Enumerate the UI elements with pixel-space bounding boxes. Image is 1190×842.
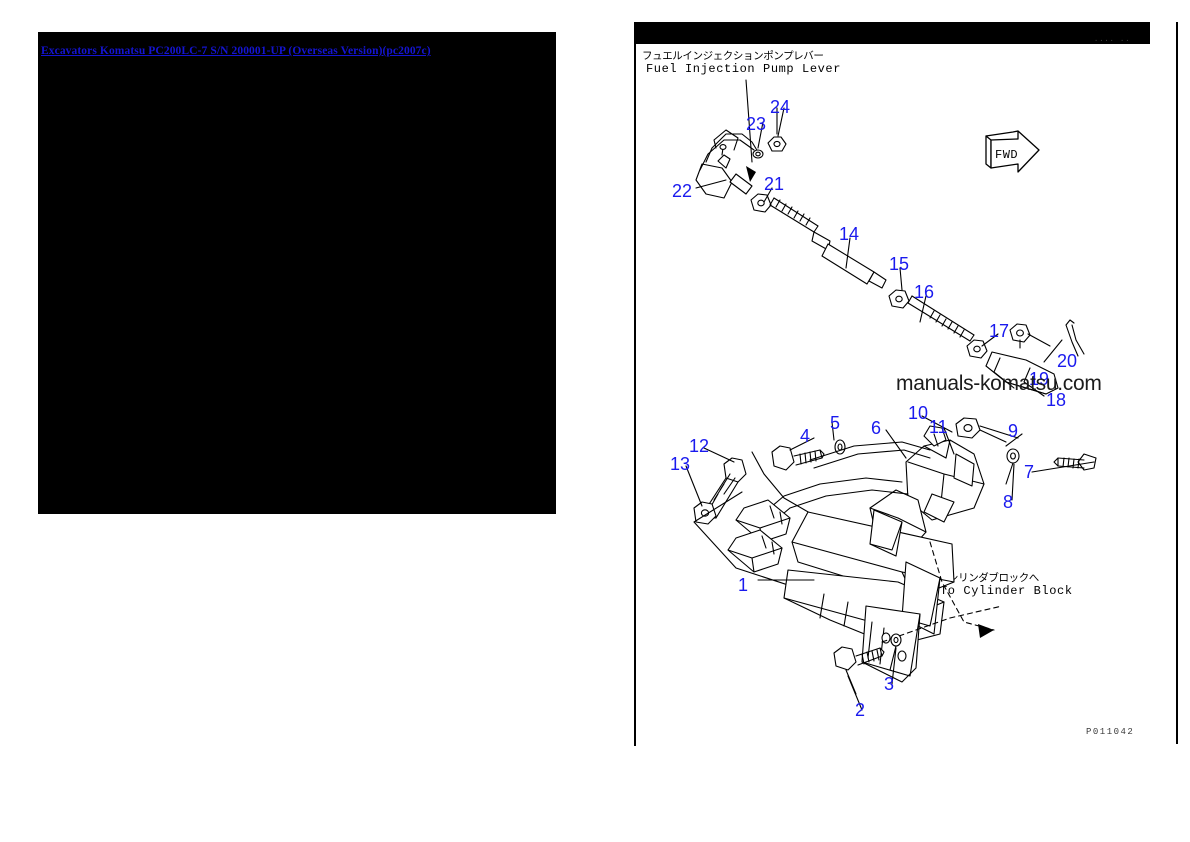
catalog-title-link[interactable]: Excavators Komatsu PC200LC-7 S/N 200001-… <box>41 45 431 57</box>
callout-number-18: 18 <box>1046 390 1067 410</box>
callout-number-17: 17 <box>989 321 1010 341</box>
callout-number-12: 12 <box>689 436 710 456</box>
callout-number-22: 22 <box>672 181 693 201</box>
callout-number-21: 21 <box>764 174 785 194</box>
callout-number-7: 7 <box>1024 462 1035 482</box>
callout-number-9: 9 <box>1008 421 1019 441</box>
cylinder-block-note-japanese: シリンダブロックへ <box>948 572 1039 584</box>
diagram-top-right-code: .... .. <box>1094 36 1131 44</box>
callout-number-24: 24 <box>770 97 791 117</box>
callout-number-8: 8 <box>1003 492 1014 512</box>
callout-number-5: 5 <box>830 413 841 433</box>
callout-number-19: 19 <box>1029 369 1050 389</box>
callout-number-13: 13 <box>670 454 691 474</box>
callout-number-10: 10 <box>908 403 929 423</box>
fwd-direction-icon: FWD <box>985 130 1040 173</box>
callout-number-23: 23 <box>746 114 767 134</box>
catalog-preview-panel: Excavators Komatsu PC200LC-7 S/N 200001-… <box>38 32 556 514</box>
exploded-view-artwork <box>685 79 1097 711</box>
site-watermark: manuals-komatsu.com <box>896 372 1102 395</box>
cylinder-block-note-english: To Cylinder Block <box>940 584 1073 598</box>
parts-diagram-panel: .... .. フュエルインジェクションポンプレバー Fuel Injectio… <box>634 22 1184 746</box>
callout-number-11: 11 <box>929 417 948 437</box>
diagram-border-left <box>634 22 636 746</box>
diagram-title-japanese: フュエルインジェクションポンプレバー <box>642 50 824 62</box>
diagram-title-english: Fuel Injection Pump Lever <box>646 62 842 76</box>
callout-number-6: 6 <box>871 418 882 438</box>
svg-text:FWD: FWD <box>995 148 1018 162</box>
diagram-border-right <box>1176 22 1178 744</box>
callout-number-3: 3 <box>884 674 895 694</box>
diagram-header-bar <box>634 22 1150 44</box>
callout-number-14: 14 <box>839 224 860 244</box>
callout-number-15: 15 <box>889 254 910 274</box>
callout-number-16: 16 <box>914 282 935 302</box>
callout-number-20: 20 <box>1057 351 1078 371</box>
callout-number-1: 1 <box>738 575 749 595</box>
callout-number-2: 2 <box>855 700 866 720</box>
drawing-code: P011042 <box>1086 727 1135 737</box>
callout-number-4: 4 <box>800 426 811 446</box>
